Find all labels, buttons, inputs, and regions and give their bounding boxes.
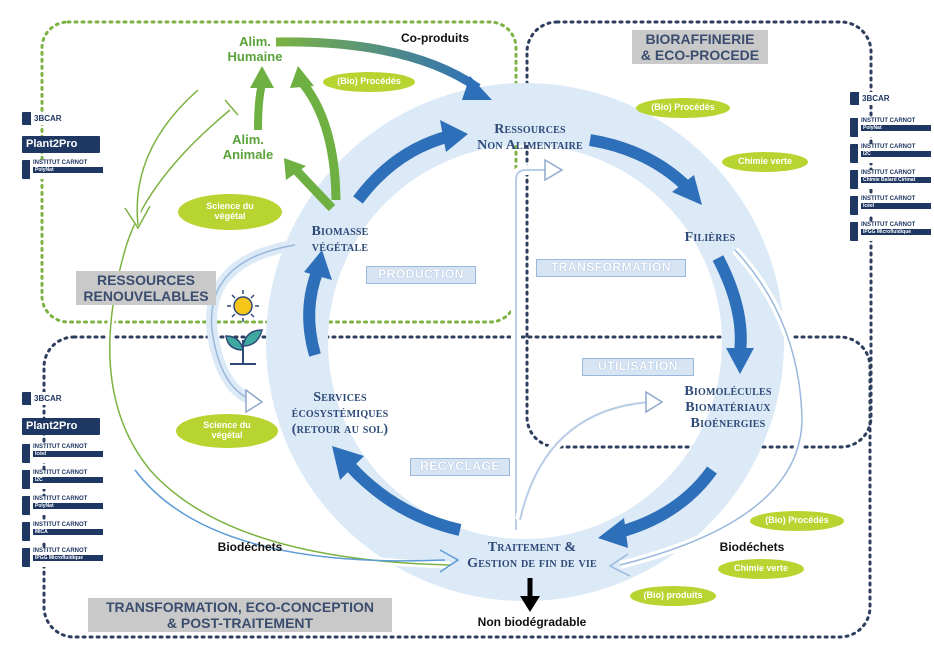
pill-bio-procedes-right: (Bio) Procédés — [636, 98, 730, 118]
pill-bio-procedes-bottom: (Bio) Procédés — [750, 511, 844, 531]
label-biodechets-right: Biodéchets — [719, 540, 785, 554]
stage-production: PRODUCTION — [366, 266, 476, 284]
arrow-ressources-filieres — [588, 134, 693, 193]
recycle-arrow-up-head — [544, 158, 564, 182]
pill-chimie-verte-bottom: Chimie verte — [718, 559, 804, 579]
logo-plant2pro: Plant2Pro — [22, 418, 100, 435]
node-traitement: Traitement &Gestion de fin de vie — [467, 540, 597, 572]
region-title-transformation: TRANSFORMATION, ECO-CONCEPTION& POST-TRA… — [88, 598, 392, 633]
arrow-co-produits — [275, 37, 481, 92]
label-non-biodegradable: Non biodégradable — [477, 615, 587, 629]
arrow-filieres-biomolecules — [712, 255, 747, 353]
arrow-biomolecules-traitement — [618, 466, 717, 538]
arrow-services-biomasse — [303, 267, 324, 357]
pill-chimie-verte-right: Chimie verte — [722, 152, 808, 172]
logo-3bcar: 3BCAR — [22, 392, 70, 405]
node-filieres: Filières — [684, 230, 736, 245]
arrow-biomasse-alim-animale — [292, 166, 336, 212]
arrow-left-outer-blue — [134, 469, 446, 562]
logo-3bcar: 3BCAR — [22, 112, 70, 125]
sun-plant-icon — [225, 290, 263, 365]
region-title-bioraffinerie: BIORAFFINERIE& ECO-PROCEDE — [632, 30, 768, 65]
arrow-biomasse-alim-humaine — [296, 77, 341, 201]
logo-3bcar: 3BCAR — [850, 92, 898, 105]
pill-bio-produits: (Bio) produits — [630, 586, 716, 606]
label-co-produits: Co-produits — [401, 31, 469, 45]
node-alim-humaine: Alim.Humaine — [227, 34, 283, 64]
label-biodechets-left: Biodéchets — [217, 540, 283, 554]
cycle-ring — [266, 83, 784, 601]
stage-recyclage: RECYCLAGE — [410, 458, 510, 476]
pill-bio-procedes-top: (Bio) Procédés — [323, 72, 415, 92]
arrow-biomasse-ressources — [353, 130, 452, 204]
logo-plant2pro: Plant2Pro — [22, 136, 100, 153]
stage-transformation: TRANSFORMATION — [536, 259, 686, 277]
arrow-animale-humaine — [254, 83, 266, 131]
stage-utilisation: UTILISATION — [582, 358, 694, 376]
arrow-traitement-services — [345, 461, 462, 536]
node-alim-animale: Alim.Animale — [222, 132, 274, 162]
